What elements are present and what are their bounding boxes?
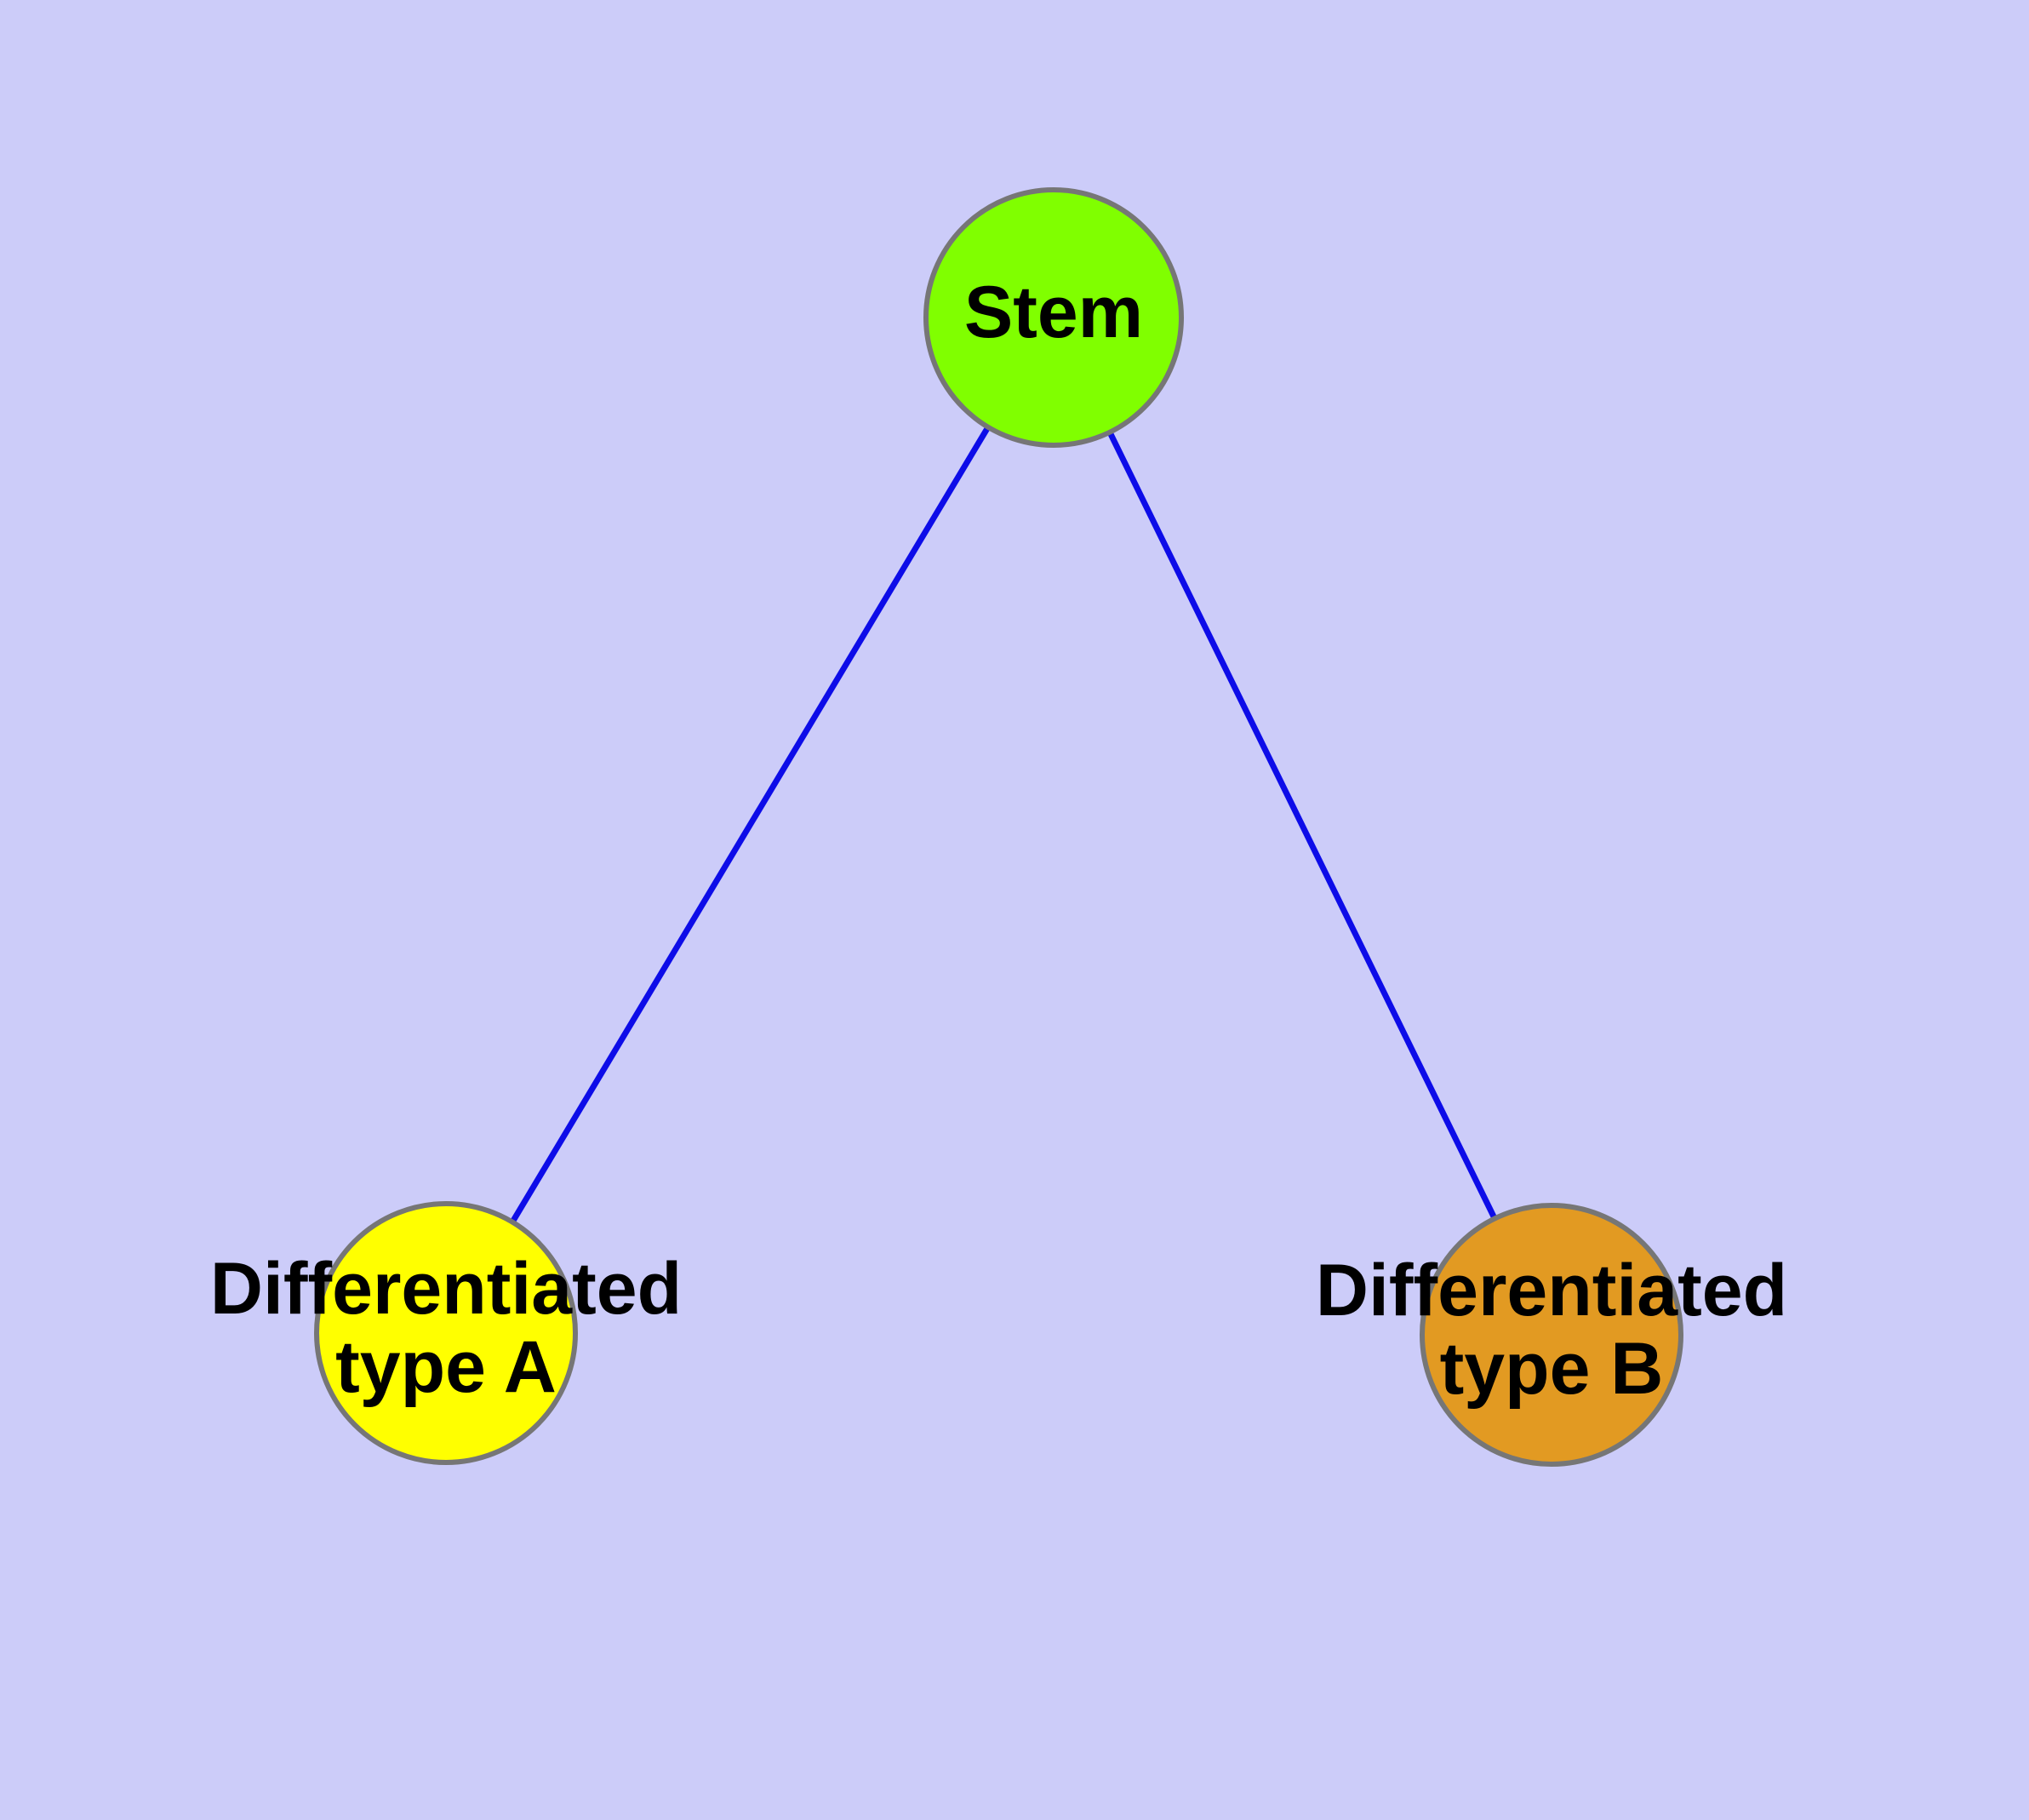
node-label-line: Stem xyxy=(964,272,1143,353)
node-label-line: Differentiated xyxy=(210,1248,682,1330)
graph-node-diff_a[interactable] xyxy=(314,1201,578,1465)
node-label-line: Differentiated xyxy=(1316,1250,1787,1331)
graph-edge-stem-diff_a[interactable] xyxy=(443,316,1057,1335)
node-label-line: type B xyxy=(1440,1328,1664,1410)
edges-layer xyxy=(443,316,1555,1336)
graph-node-diff_b[interactable] xyxy=(1420,1203,1683,1467)
graph-node-stem[interactable] xyxy=(923,187,1184,448)
node-label-stem: Stem xyxy=(964,272,1143,353)
node-label-line: type A xyxy=(335,1326,557,1408)
nodes-layer xyxy=(314,187,1683,1467)
graph-edge-stem-diff_b[interactable] xyxy=(1050,316,1555,1336)
